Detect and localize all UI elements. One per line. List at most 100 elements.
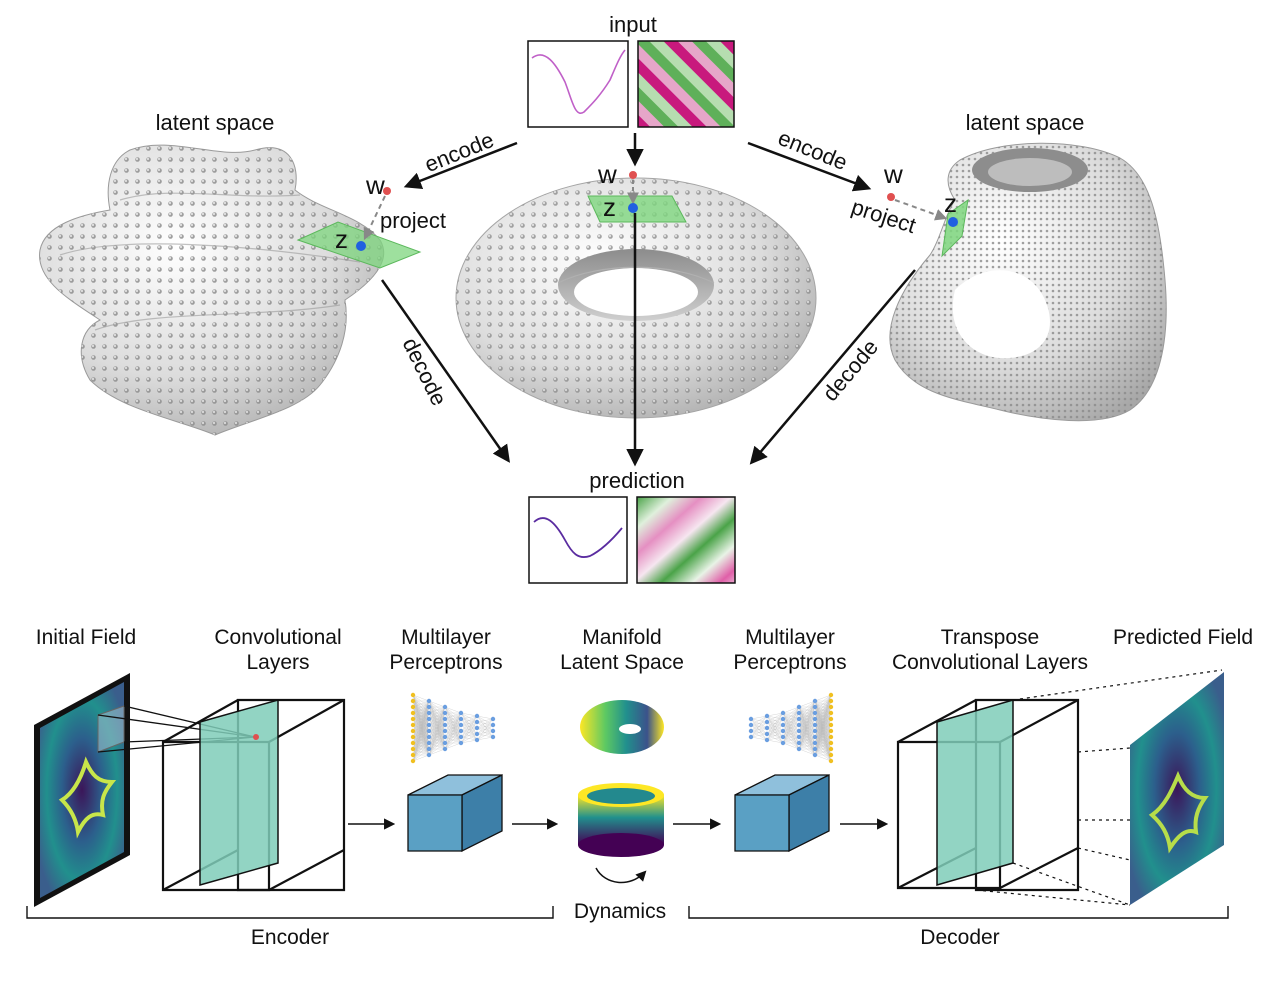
mlp-edge	[460, 715, 478, 732]
mlp-edge	[750, 718, 768, 735]
mlp-edge	[428, 706, 446, 732]
mlp-edge	[814, 748, 832, 762]
mlp-edge	[460, 715, 478, 738]
mlp-edge	[814, 736, 832, 762]
mlp-left-label-line2: Perceptrons	[389, 651, 502, 674]
manifold-label-line2: Latent Space	[560, 651, 684, 674]
mlp-edge	[750, 718, 768, 741]
mlp-edge	[814, 700, 832, 738]
mlp-edge	[766, 715, 784, 732]
project-left-label: project	[380, 208, 446, 233]
top-section: input latent space w project z encode	[39, 12, 1167, 584]
mlp-edge	[460, 715, 478, 720]
mlp-edge	[476, 718, 494, 741]
input-field-image	[637, 40, 735, 128]
mlp-edge	[814, 694, 832, 702]
encoder-label: Encoder	[251, 926, 329, 949]
mlp-node	[442, 746, 448, 752]
mlp-node	[780, 710, 786, 716]
w-left-label: w	[365, 170, 385, 200]
mlp-edge	[782, 736, 800, 750]
mlp-left-network	[410, 692, 496, 764]
mlp-edge	[782, 712, 800, 732]
mlp-node	[442, 734, 448, 740]
mlp-edge	[798, 724, 816, 756]
mlp-edge	[798, 730, 816, 756]
w-center-point	[629, 171, 637, 179]
viridis-cylinder	[578, 783, 664, 857]
mlp-edge	[798, 706, 816, 756]
mlp-edge	[750, 724, 768, 741]
mlp-node	[812, 698, 818, 704]
mlp-edge	[444, 712, 462, 738]
mlp-node	[748, 716, 754, 722]
mlp-node	[410, 746, 416, 752]
mlp-node	[474, 725, 480, 731]
mlp-node	[442, 716, 448, 722]
mlp-edge	[412, 694, 430, 702]
mlp-edge	[782, 712, 800, 720]
mlp-left-label-line1: Multilayer	[401, 626, 491, 649]
mlp-edge	[412, 700, 430, 750]
mlp-edge	[798, 718, 816, 756]
mlp-node	[828, 728, 834, 734]
mlp-edge	[782, 724, 800, 750]
mlp-node	[458, 734, 464, 740]
mlp-node	[426, 734, 432, 740]
mlp-edge	[766, 733, 784, 744]
mlp-node	[442, 740, 448, 746]
mlp-node	[442, 722, 448, 728]
mlp-edge	[444, 712, 462, 744]
mlp-edge	[798, 706, 816, 714]
mlp-node	[458, 722, 464, 728]
mlp-node	[410, 716, 416, 722]
mlp-edge	[814, 700, 832, 762]
mlp-edge	[476, 736, 494, 741]
mlp-edge	[412, 700, 430, 738]
mlp-node	[796, 710, 802, 716]
encode-left-label: encode	[421, 127, 497, 177]
right-manifold-surface	[889, 142, 1167, 422]
mlp-edge	[750, 718, 768, 723]
mlp-edge	[798, 706, 816, 732]
mlp-edge	[428, 742, 446, 756]
mlp-edge	[444, 730, 462, 750]
decode-left-arrow	[380, 279, 511, 463]
mlp-edge	[476, 724, 494, 741]
mlp-node	[426, 740, 432, 746]
dynamics-rotation-arrow	[595, 867, 647, 884]
mlp-edge	[412, 700, 430, 714]
initial-field-image	[34, 673, 130, 907]
input-curve-plot	[527, 40, 629, 128]
mlp-edge	[782, 712, 800, 726]
latent-cube-left	[407, 773, 503, 853]
mlp-node	[410, 740, 416, 746]
latent-cube-right	[734, 773, 830, 853]
mlp-edge	[782, 706, 800, 714]
mlp-edge	[444, 712, 462, 726]
bottom-section: Initial Field Convolutional Layers Multi…	[26, 626, 1253, 949]
mlp-node	[458, 740, 464, 746]
mlp-edge	[428, 712, 446, 756]
prediction-curve	[533, 517, 623, 558]
mlp-node	[474, 719, 480, 725]
mlp-edge	[798, 706, 816, 720]
mlp-node	[828, 740, 834, 746]
mlp-node	[828, 716, 834, 722]
mlp-edge	[766, 727, 784, 744]
mlp-edge	[766, 715, 784, 720]
mlp-node	[442, 728, 448, 734]
conv-layers-label-line1: Convolutional	[214, 626, 341, 649]
mlp-node	[748, 722, 754, 728]
mlp-edge	[798, 742, 816, 756]
z-center-label: z	[603, 192, 616, 222]
z-left-point	[356, 241, 366, 251]
prediction-curve-plot	[528, 496, 628, 584]
mlp-edge	[766, 712, 784, 717]
input-curve	[531, 49, 626, 114]
mlp-edge	[782, 718, 800, 750]
mlp-edge	[798, 712, 816, 756]
mlp-edge	[412, 700, 430, 726]
w-right-label: w	[883, 159, 903, 189]
mlp-edge	[476, 730, 494, 741]
